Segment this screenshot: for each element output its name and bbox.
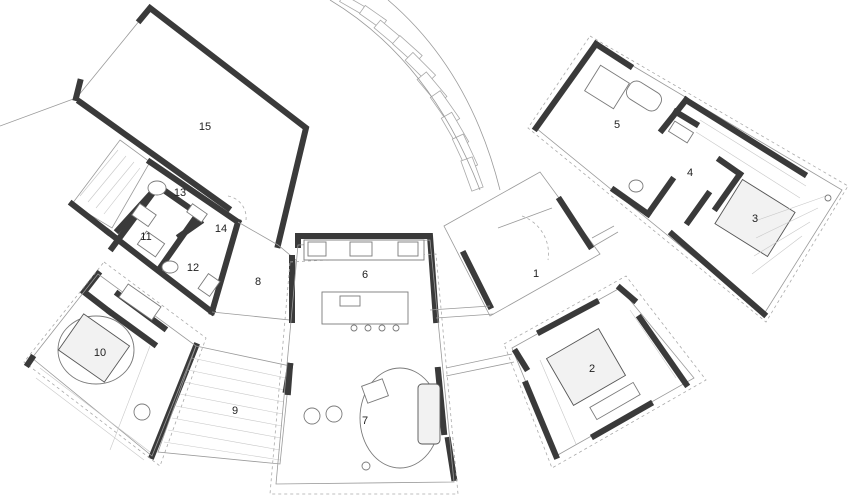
room-2-label: 2 <box>589 363 595 375</box>
room-11-label: 11 <box>140 231 151 243</box>
room-10-walls <box>23 261 207 467</box>
room-8-corridor <box>211 195 297 321</box>
room-14-label: 14 <box>215 223 227 235</box>
room-9-deck <box>157 345 294 465</box>
room-10-label: 10 <box>94 347 106 359</box>
room-4-label: 4 <box>687 167 693 179</box>
room-1-label: 1 <box>533 268 539 280</box>
bathroom-cluster <box>67 139 243 317</box>
room-8-label: 8 <box>255 276 261 288</box>
stepping-stone-path <box>329 0 501 192</box>
room-9-label: 9 <box>232 405 238 417</box>
room-7-label: 7 <box>362 415 368 427</box>
room-15-label: 15 <box>199 121 211 133</box>
room-labels: 1 2 3 4 5 6 7 8 9 10 11 12 13 14 15 <box>94 119 758 427</box>
room-15-walls <box>72 3 310 249</box>
room-12-label: 12 <box>187 262 199 274</box>
room-1-entry <box>429 171 601 319</box>
room-5-label: 5 <box>614 119 620 131</box>
room-6-label: 6 <box>362 269 368 281</box>
room-13-label: 13 <box>174 187 186 199</box>
room-3-4-5-walls <box>527 35 848 323</box>
room-3-label: 3 <box>752 213 758 225</box>
room-6-7-walls <box>269 233 459 495</box>
site-lines <box>0 19 141 127</box>
room-2-walls <box>445 275 707 469</box>
